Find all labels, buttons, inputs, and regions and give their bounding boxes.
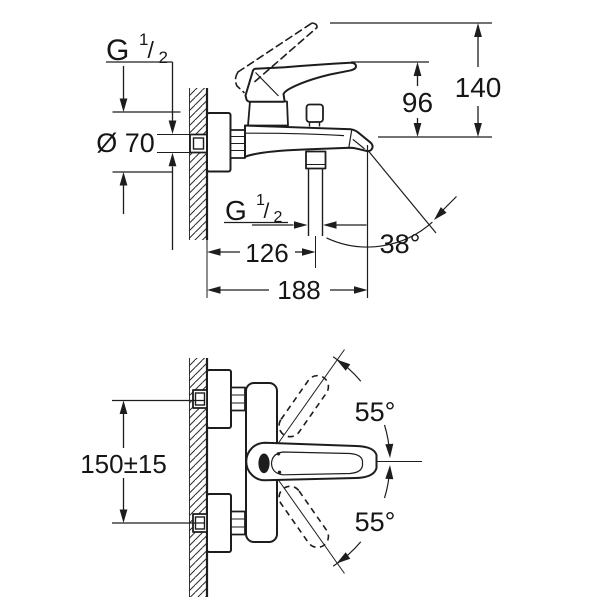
dim-label-140: 140 [455, 72, 502, 103]
top-view: G 1 / 2 Ø 70 96 [96, 22, 502, 305]
dim-label-38: 38° [380, 229, 421, 259]
dim-label-150: 150±15 [80, 449, 167, 479]
connection-top [192, 369, 246, 429]
bottom-view: 55° 55° 150±15 [80, 349, 422, 597]
dim-escutcheon-diameter: Ø 70 [96, 66, 181, 214]
aerator-line [352, 138, 365, 150]
dim-label-55-down: 55° [355, 507, 396, 537]
cartridge-block [247, 100, 289, 127]
connection-bottom [192, 493, 246, 553]
dim-label-g12-mid-den: 2 [274, 209, 283, 226]
wall-hatch [189, 88, 207, 240]
escutcheon-side [206, 112, 232, 173]
dim-swivel-down: 55° [332, 465, 396, 567]
dim-label-g12-top-g: G [106, 34, 129, 67]
connection-nut [229, 129, 246, 159]
dim-label-g12-top-sl: / [148, 37, 155, 63]
lever-handle-plan [245, 441, 378, 482]
dim-lever-height: 96 [351, 61, 433, 137]
lever-raised-dashed [234, 22, 318, 94]
dim-label-g12-top-num: 1 [139, 30, 148, 49]
dim-label-g12-top-den: 2 [159, 48, 168, 67]
dim-total-height: 140 [330, 22, 502, 138]
dim-label-g12-mid-sl: / [264, 200, 270, 223]
dim-label-126: 126 [245, 238, 288, 268]
wall-hatch-bottom [189, 358, 207, 597]
dim-wall-to-outlet: 126 [207, 238, 316, 268]
dim-label-55-up: 55° [355, 397, 396, 427]
dim-label-g12-mid-g: G [225, 195, 247, 226]
dim-spout-angle: 38° [326, 145, 457, 298]
mixer-body-side [244, 100, 374, 158]
lever-handle-side [244, 61, 358, 103]
dim-label-188: 188 [277, 275, 320, 305]
dim-inlet-thread: G 1 / 2 [106, 30, 177, 250]
dim-swivel-up: 55° [332, 356, 396, 458]
diverter-knob [305, 103, 324, 127]
wall-section-top [189, 88, 209, 298]
inlet-union [157, 133, 208, 154]
dim-label-96: 96 [402, 87, 433, 118]
dim-outlet-thread: G 1 / 2 [224, 192, 367, 229]
dim-wall-to-tip: 188 [207, 275, 368, 305]
lever-logo-mark [258, 453, 270, 474]
dim-label-g12-mid-num: 1 [256, 192, 265, 209]
dim-connection-spacing: 150±15 [80, 399, 205, 524]
dim-label-diameter: Ø 70 [96, 128, 155, 158]
